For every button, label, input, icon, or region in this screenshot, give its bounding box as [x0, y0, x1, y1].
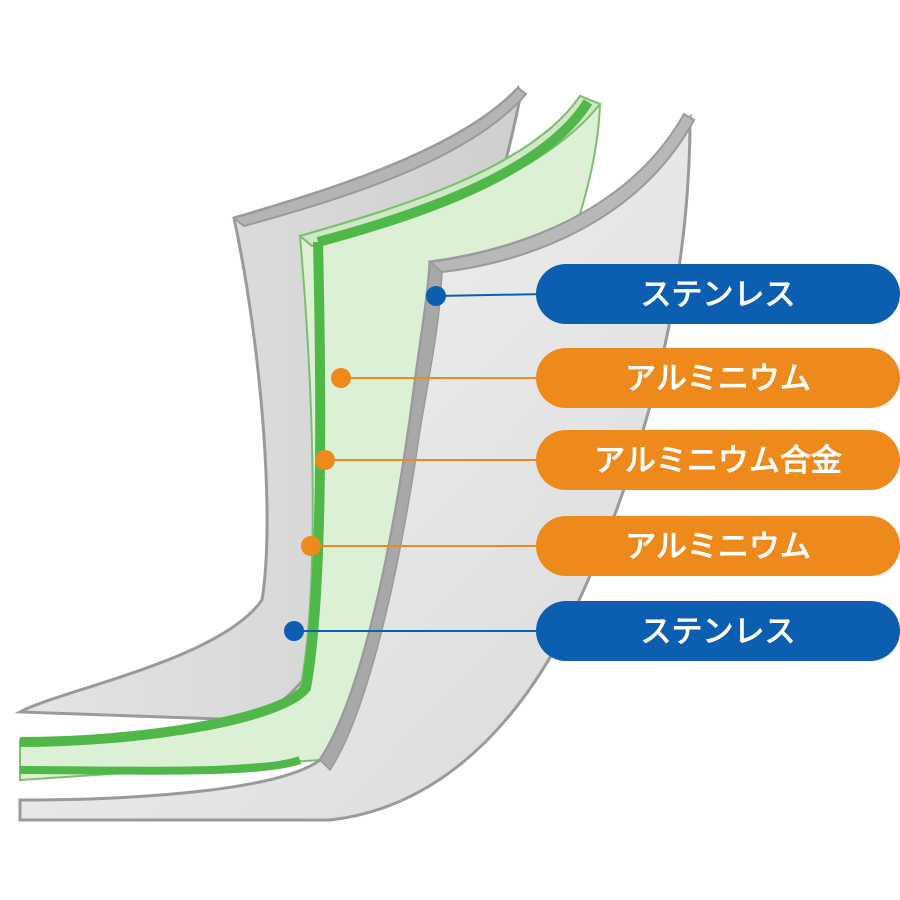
label-pill	[536, 264, 900, 324]
leader-dot	[331, 368, 351, 388]
label-text: アルミニウム	[625, 529, 811, 565]
label-text: ステンレス	[641, 614, 796, 650]
label-pill	[536, 516, 900, 576]
label-text: アルミニウム	[625, 361, 811, 397]
label-text: アルミニウム合金	[594, 443, 843, 479]
layer-label-2: アルミニウム	[331, 348, 900, 408]
label-pill	[536, 601, 900, 661]
leader-dot	[426, 286, 446, 306]
layer-label-3: アルミニウム合金	[315, 430, 900, 490]
layer-label-5: ステンレス	[284, 601, 900, 661]
label-pill	[536, 348, 900, 408]
aluminum-stripe-bottom	[19, 756, 302, 775]
layer-label-1: ステンレス	[426, 264, 900, 324]
leader-line	[435, 293, 547, 297]
leader-dot	[301, 536, 321, 556]
front-sheet-left-edge	[319, 260, 443, 772]
leader-dot	[284, 621, 304, 641]
layer-label-4: アルミニウム	[301, 516, 900, 576]
back-sheet-top-edge	[231, 86, 528, 228]
label-pill	[536, 430, 900, 490]
label-text: ステンレス	[641, 277, 796, 313]
front-sheet-top-edge	[427, 112, 696, 274]
leader-dot	[315, 450, 335, 470]
aluminum-stripe-top	[316, 99, 593, 247]
aluminum-stripe-front	[19, 241, 326, 747]
